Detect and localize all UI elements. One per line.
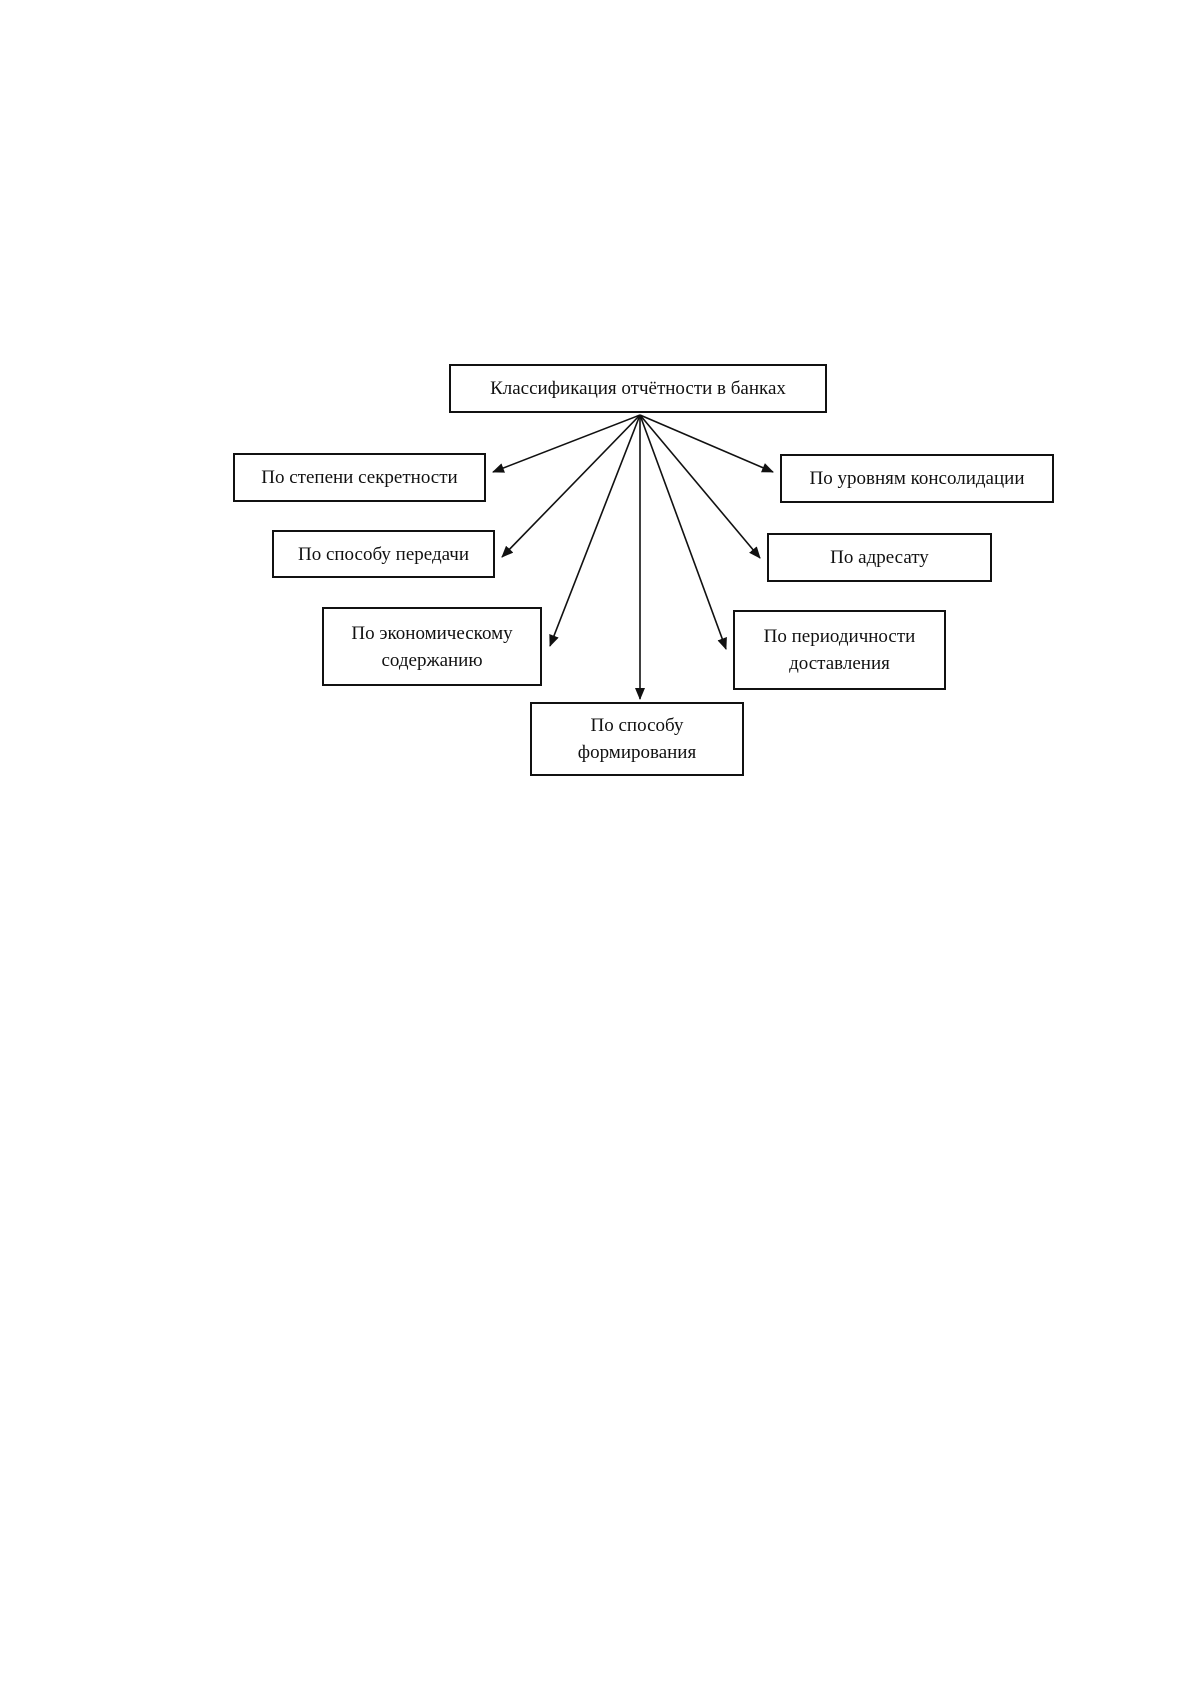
node-by-consolidation-level: По уровням консолидации: [780, 454, 1054, 503]
arrow-to-transfer: [502, 415, 640, 557]
arrow-to-addressee: [640, 415, 760, 558]
arrow-to-periodicity: [640, 415, 726, 649]
arrow-to-secrecy: [493, 415, 640, 472]
root-node-reporting-classification: Классификация отчётности в банках: [449, 364, 827, 413]
node-by-transfer-method: По способу передачи: [272, 530, 495, 578]
arrow-to-consolidation: [640, 415, 773, 472]
node-by-secrecy-degree: По степени секретности: [233, 453, 486, 502]
node-by-submission-periodicity: По периодичности доставления: [733, 610, 946, 690]
node-by-economic-content: По экономическому содержанию: [322, 607, 542, 686]
node-by-formation-method: По способу формирования: [530, 702, 744, 776]
node-by-addressee: По адресату: [767, 533, 992, 582]
arrow-to-economic: [550, 415, 640, 646]
